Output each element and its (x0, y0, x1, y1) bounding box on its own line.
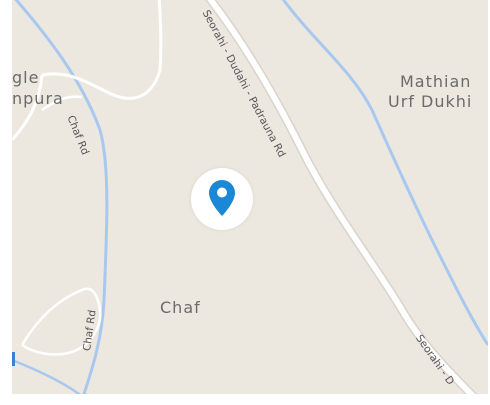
minor-road-left (12, 74, 44, 142)
map-layer (12, 0, 488, 394)
place-label-chaf: Chaf (160, 298, 201, 317)
minor-road-bottom-left (20, 287, 102, 356)
river-left (14, 0, 109, 394)
minor-road-top-left (41, 0, 163, 100)
map-view[interactable]: gle npura Mathian Urf Dukhi Chaf Chaf Rd… (12, 0, 488, 394)
edge-marker (12, 352, 15, 366)
river-right (281, 0, 488, 346)
place-label-patanpura: npura (12, 89, 64, 108)
location-marker[interactable] (191, 168, 253, 230)
place-label-chhapra: gle (12, 68, 40, 87)
place-label-mathian: Mathian (400, 72, 472, 91)
minor-road-mid-left (41, 95, 83, 112)
location-pin-icon (209, 180, 235, 216)
river-bottom-left (12, 358, 82, 394)
main-road (207, 0, 476, 394)
place-label-urf-dukhi: Urf Dukhi (388, 92, 473, 111)
